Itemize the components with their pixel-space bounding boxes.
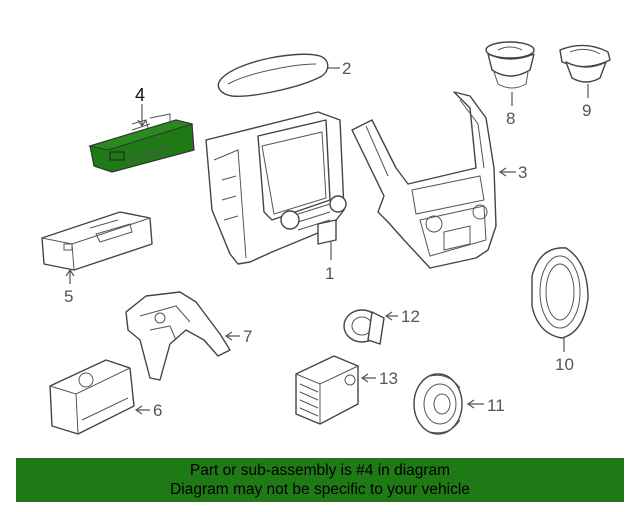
part-11-woofer-speaker[interactable] (413, 373, 463, 435)
leader-12 (384, 311, 398, 321)
part-2-trim-cover[interactable] (217, 53, 329, 97)
part-13-amplifier[interactable] (295, 355, 359, 425)
callout-7: 7 (243, 327, 252, 346)
leader-11 (466, 399, 484, 409)
banner-line-2: Diagram may not be specific to your vehi… (170, 481, 470, 498)
leader-4 (137, 104, 147, 128)
part-9-tweeter-speaker[interactable] (559, 44, 611, 83)
leader-7 (224, 331, 240, 341)
part-4-highlighted-module[interactable] (88, 113, 195, 173)
callout-9: 9 (582, 101, 591, 120)
callout-4: 4 (135, 85, 145, 105)
leader-6 (134, 405, 150, 415)
callout-11: 11 (487, 396, 505, 415)
callout-12: 12 (401, 307, 420, 326)
part-5-radio-receiver[interactable] (41, 211, 153, 271)
callout-6: 6 (153, 401, 162, 420)
exploded-parts-diagram: 2 4 1 (41, 41, 611, 435)
callout-10: 10 (555, 355, 574, 374)
callout-2: 2 (342, 59, 351, 78)
callout-13: 13 (379, 369, 398, 388)
callout-8: 8 (506, 109, 515, 128)
part-6-control-module[interactable] (49, 359, 135, 435)
part-3-dash-bezel[interactable] (351, 91, 497, 269)
part-7-mounting-bracket[interactable] (125, 291, 231, 381)
leader-5 (65, 268, 75, 284)
leader-3 (498, 167, 516, 177)
leader-13 (360, 373, 376, 383)
callout-3: 3 (518, 163, 527, 182)
callout-5: 5 (64, 287, 73, 306)
info-banner: Part or sub-assembly is #4 in diagram Di… (16, 458, 624, 502)
part-1-center-console-display[interactable] (205, 111, 347, 265)
callout-1: 1 (325, 264, 334, 283)
banner-line-1: Part or sub-assembly is #4 in diagram (189, 462, 451, 479)
part-10-door-speaker[interactable] (531, 247, 589, 339)
part-12-small-speaker[interactable] (343, 309, 385, 345)
part-8-tweeter-speaker[interactable] (485, 41, 535, 89)
